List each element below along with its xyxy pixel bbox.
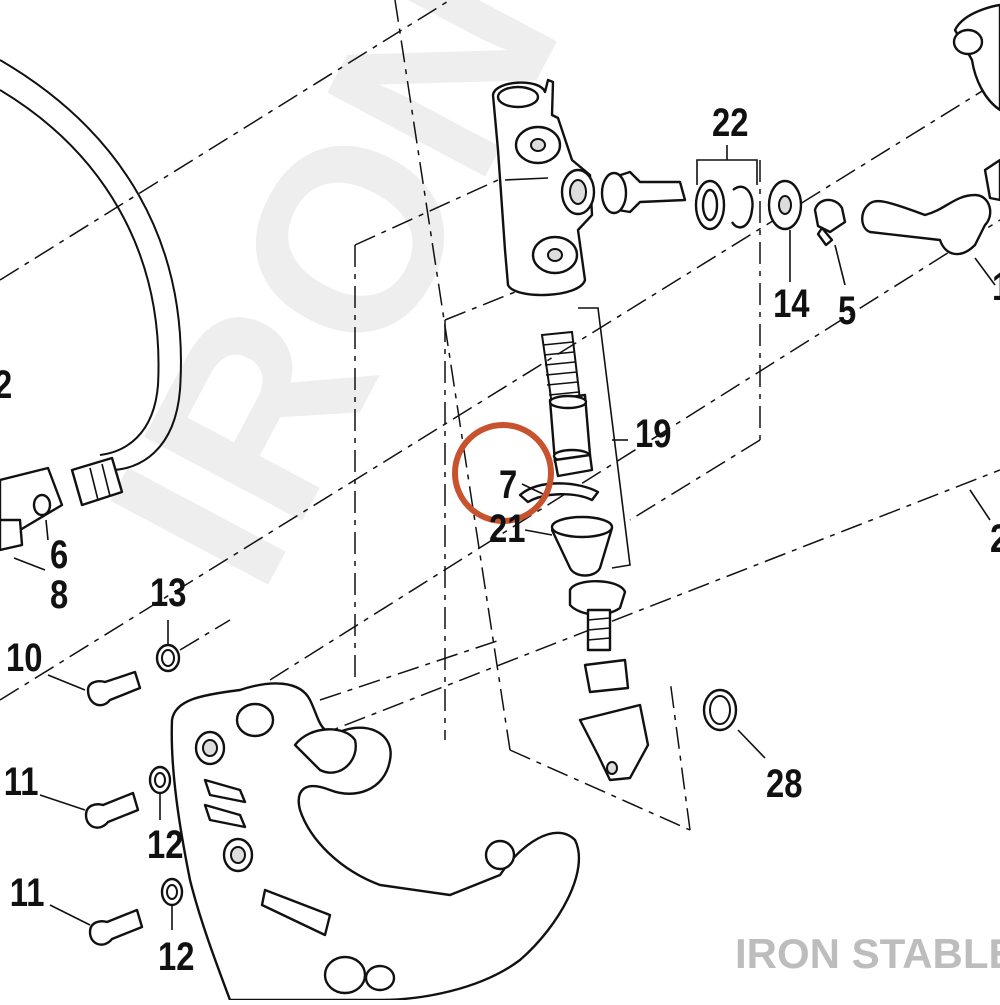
callout-7: 7: [499, 462, 517, 507]
bolt-10: [86, 670, 142, 707]
leader-lines: [13, 145, 996, 930]
bolt-11-lower: [88, 877, 184, 946]
circlip: [702, 688, 738, 732]
brand-watermark: IRON STABLE: [735, 930, 1000, 977]
callout-12-lower: 12: [158, 934, 194, 979]
callout-2-right: 2: [990, 516, 1000, 561]
reservoir: [952, 3, 1000, 202]
callout-28: 28: [766, 761, 802, 806]
callout-13: 13: [150, 570, 186, 615]
highlight-circle: [452, 422, 554, 524]
callout-21: 21: [489, 506, 525, 551]
callout-11-lower: 11: [10, 870, 45, 915]
callout-1-right: 1: [992, 264, 1000, 309]
callout-14: 14: [773, 281, 810, 326]
callout-6: 6: [50, 532, 68, 577]
callout-22: 22: [712, 100, 748, 145]
callout-11-upper: 11: [4, 759, 39, 804]
pedal-bracket: [170, 682, 581, 1002]
bolt-11-upper: [84, 765, 172, 829]
callout-19: 19: [635, 411, 671, 456]
piston-assembly: [518, 330, 650, 782]
reservoir-fitting: [600, 170, 992, 256]
brake-hose: [0, 59, 182, 552]
callout-10: 10: [6, 635, 42, 680]
callout-8: 8: [50, 572, 68, 617]
bolt-13: [155, 643, 181, 673]
callout-labels: 22 19 7 21 14 5 6 8 13 10 11 12 11 12 28…: [0, 100, 1000, 979]
callout-2-left: 2: [0, 362, 12, 407]
callout-5: 5: [838, 288, 856, 333]
callout-12-upper: 12: [147, 822, 183, 867]
dash-centerlines: [0, 0, 1000, 831]
master-cylinder-body: [491, 78, 596, 297]
